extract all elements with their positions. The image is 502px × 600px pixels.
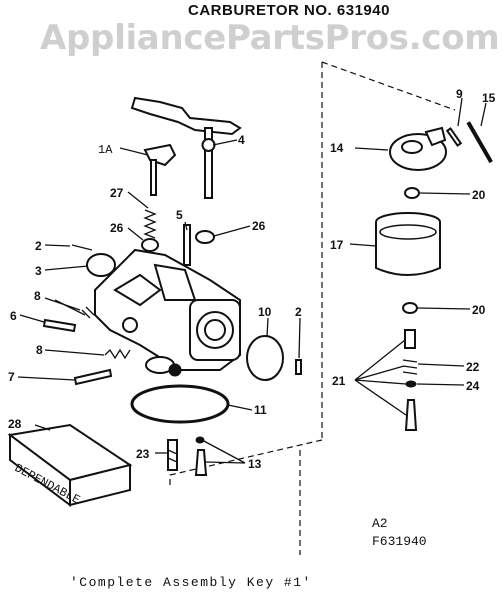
washer-26 (195, 230, 215, 244)
code-a2: A2 (372, 516, 388, 531)
needle-screw-8-upper (54, 299, 95, 319)
float-bowl-17 (375, 212, 441, 276)
screw-2-left (71, 244, 93, 251)
callout-2-left: 2 (35, 239, 42, 253)
callout-24: 24 (466, 379, 480, 393)
callout-15: 15 (482, 91, 496, 105)
callout-1a: 1A (98, 143, 113, 157)
callout-21: 21 (332, 374, 346, 388)
pin-5 (183, 224, 191, 266)
washer-20-upper (404, 187, 420, 199)
callout-7: 7 (8, 370, 15, 384)
diaphragm-10 (246, 335, 284, 381)
seal-26 (141, 238, 159, 252)
screw-2-right (295, 359, 302, 375)
pin-9 (445, 127, 463, 147)
assembly-caption: 'Complete Assembly Key #1' (70, 575, 312, 590)
callout-6: 6 (10, 309, 17, 323)
float-14 (389, 126, 447, 171)
bowl-nut-assembly-21 (402, 329, 418, 431)
callout-8-upper: 8 (34, 289, 41, 303)
dashed-bracket (169, 61, 456, 555)
spring-27 (143, 209, 157, 239)
callout-8-lower: 8 (36, 343, 43, 357)
o-ring-11 (130, 384, 230, 424)
callout-23: 23 (136, 447, 150, 461)
air-filter-28: DEPENDABLE (7, 423, 133, 507)
main-jet-23 (167, 439, 178, 471)
callout-14: 14 (330, 141, 344, 155)
callout-3: 3 (35, 264, 42, 278)
spring-15 (466, 121, 493, 164)
callout-11: 11 (254, 403, 267, 417)
callout-9: 9 (456, 87, 463, 101)
callout-4: 4 (238, 133, 245, 147)
callout-2-right: 2 (295, 305, 302, 319)
callout-20-upper: 20 (472, 188, 486, 202)
gasket-3 (86, 253, 116, 277)
washer-20-lower (402, 302, 418, 314)
callout-26-left: 26 (110, 221, 124, 235)
carburetor-body (94, 248, 241, 377)
choke-shaft-4 (201, 127, 216, 199)
diagram-title: CARBURETOR NO. 631940 (188, 2, 390, 19)
needle-13 (194, 436, 208, 476)
callout-22: 22 (466, 360, 480, 374)
callout-5: 5 (176, 208, 183, 222)
callout-26-right: 26 (252, 219, 266, 233)
callout-28: 28 (8, 417, 22, 431)
callout-27: 27 (110, 186, 124, 200)
watermark: AppliancePartsPros.com (40, 18, 500, 58)
code-part-ref: F631940 (372, 534, 427, 549)
callout-10: 10 (258, 305, 272, 319)
callout-13: 13 (248, 457, 262, 471)
spring-8-lower (104, 348, 131, 360)
callout-17: 17 (330, 238, 344, 252)
callout-20-lower: 20 (472, 303, 486, 317)
screw-6 (42, 318, 77, 333)
screw-7 (73, 368, 113, 386)
throttle-lever-1a (130, 96, 242, 196)
